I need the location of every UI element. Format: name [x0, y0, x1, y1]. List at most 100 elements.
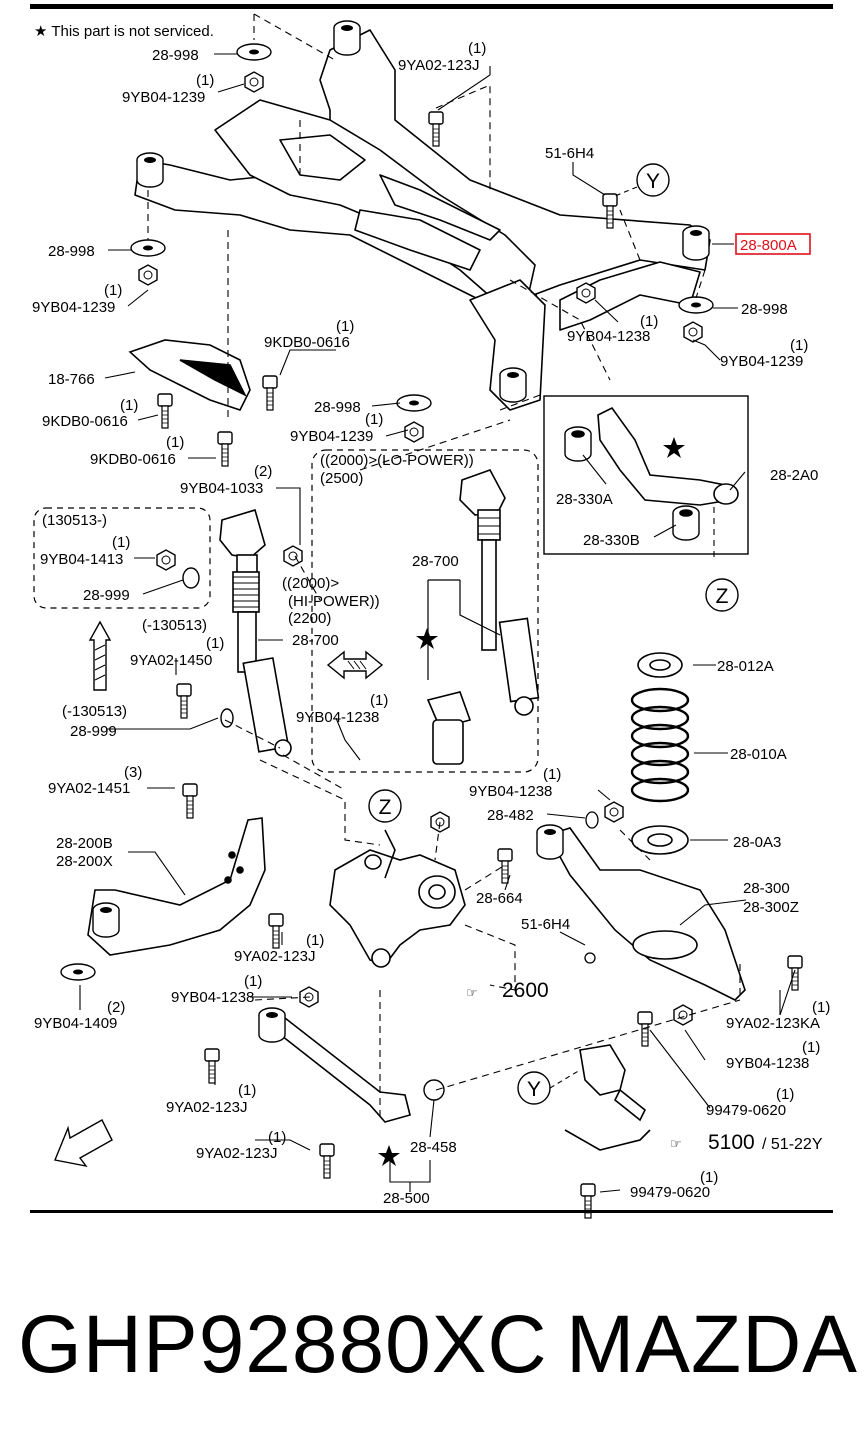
bushing-icon: [536, 824, 564, 860]
bolt-icon: [182, 783, 198, 819]
leader-lines: [79, 53, 796, 1193]
ref-y-lower-text: Y: [527, 1078, 541, 1101]
upper-arm-28-2a0: [564, 406, 739, 541]
star-icon: [416, 628, 438, 649]
ref-page-icon: ☞: [466, 985, 478, 1000]
label-28-998: 28-998: [314, 399, 361, 416]
variant-hi-power-code: (2200): [288, 610, 331, 627]
bottom-rule: [30, 1210, 833, 1213]
variant-hi-power-label: (HI-POWER)): [288, 593, 380, 610]
bolt-icon: [157, 393, 173, 429]
quantity: (1): [700, 1169, 718, 1186]
ref-51-22y: / 51-22Y: [762, 1136, 823, 1153]
label-28-300z: 28-300Z: [743, 899, 799, 916]
label-9kdb0-0616: 9KDB0-0616: [264, 334, 350, 351]
label-28-998: 28-998: [48, 243, 95, 260]
ref-circle-y-lower: Y: [517, 1071, 551, 1105]
variant-lo-power-code: (2500): [320, 470, 363, 487]
nut-icon: [138, 264, 158, 286]
quantity: (1): [365, 411, 383, 428]
label-9kdb0-0616: 9KDB0-0616: [90, 451, 176, 468]
quantity: (2): [254, 463, 272, 480]
quantity: (1): [166, 434, 184, 451]
star-icon: [663, 437, 685, 458]
bolt-icon: [217, 431, 233, 467]
washer-icon: [396, 394, 432, 412]
label-9ya02-123ka: 9YA02-123KA: [726, 1015, 820, 1032]
bolt-icon: [428, 111, 444, 147]
label-28-330b: 28-330B: [583, 532, 640, 549]
label-9yb04-1239: 9YB04-1239: [720, 353, 803, 370]
label-9yb04-1409: 9YB04-1409: [34, 1015, 117, 1032]
bolt-icon: [262, 375, 278, 411]
label-28-458: 28-458: [410, 1139, 457, 1156]
washer-icon: [60, 963, 96, 981]
height-sensor: [564, 1044, 651, 1151]
coil-spring: [630, 687, 690, 803]
label-9yb04-1238: 9YB04-1238: [296, 709, 379, 726]
quantity: (1): [104, 282, 122, 299]
label-9yb04-1238: 9YB04-1238: [726, 1055, 809, 1072]
label-9kdb0-0616: 9KDB0-0616: [42, 413, 128, 430]
bushing-icon: [92, 902, 120, 938]
quantity: (1): [244, 973, 262, 990]
label-51-6h4: 51-6H4: [545, 145, 594, 162]
spring-seat-upper: [637, 652, 683, 678]
washer-icon: [585, 811, 599, 829]
nut-icon: [156, 549, 176, 571]
label-99479-0620: 99479-0620: [630, 1184, 710, 1201]
star-icon: [378, 1145, 400, 1166]
label-9ya02-123j: 9YA02-123J: [234, 948, 315, 965]
label-51-6h4: 51-6H4: [521, 916, 570, 933]
fwd-arrow-icon: [54, 1119, 113, 1168]
label-28-2a0: 28-2A0: [770, 467, 818, 484]
ref-circle-y-upper: Y: [636, 163, 670, 197]
bolt-icon: [637, 1011, 653, 1047]
date-range-box: [33, 507, 211, 609]
date-range: (130513-): [42, 512, 107, 529]
label-28-664: 28-664: [476, 890, 523, 907]
brand-name: MAZDA: [566, 1299, 858, 1390]
label-9yb04-1239: 9YB04-1239: [122, 89, 205, 106]
label-9yb04-1238: 9YB04-1238: [469, 783, 552, 800]
part-number: GHP92880XC: [18, 1299, 548, 1390]
quantity: (1): [268, 1129, 286, 1146]
quantity: (1): [336, 318, 354, 335]
quantity: (1): [802, 1039, 820, 1056]
label-9yb04-1239: 9YB04-1239: [290, 428, 373, 445]
washer-icon: [220, 708, 234, 728]
label-9yb04-1238: 9YB04-1238: [171, 989, 254, 1006]
label-28-0a3: 28-0A3: [733, 834, 781, 851]
label-28-010a: 28-010A: [730, 746, 787, 763]
quantity: (1): [112, 534, 130, 551]
washer-icon: [130, 239, 166, 257]
bump-stop: [426, 691, 472, 765]
guide-lines-upper: [147, 13, 706, 471]
nut-icon: [604, 801, 624, 823]
quantity: (1): [370, 692, 388, 709]
label-9yb04-1239: 9YB04-1239: [32, 299, 115, 316]
quantity: (1): [776, 1086, 794, 1103]
quantity: (1): [306, 932, 324, 949]
highlight-box: [735, 233, 811, 255]
quantity: (3): [124, 764, 142, 781]
callout-labels: ★ This part is not serviced. 28-998 (1) …: [32, 23, 830, 1207]
label-9ya02-123j: 9YA02-123J: [166, 1099, 247, 1116]
quantity: (1): [196, 72, 214, 89]
bracket-18-766: [128, 339, 251, 411]
washer-icon: [423, 1079, 445, 1101]
nut-icon: [683, 321, 703, 343]
ref-y-upper-text: Y: [646, 170, 660, 193]
variant-hi-power: ((2000)>: [282, 575, 339, 592]
label-9yb04-1238: 9YB04-1238: [567, 328, 650, 345]
label-28-800a-highlighted: 28-800A: [740, 237, 797, 254]
quantity: (1): [543, 766, 561, 783]
label-28-700: 28-700: [412, 553, 459, 570]
label-18-766: 18-766: [48, 371, 95, 388]
quantity: (1): [120, 397, 138, 414]
ref-circle-z-upper: Z: [705, 578, 739, 612]
ref-page-icon: ☞: [670, 1136, 682, 1151]
label-28-999: 28-999: [70, 723, 117, 740]
upper-arm-box: [543, 395, 749, 555]
